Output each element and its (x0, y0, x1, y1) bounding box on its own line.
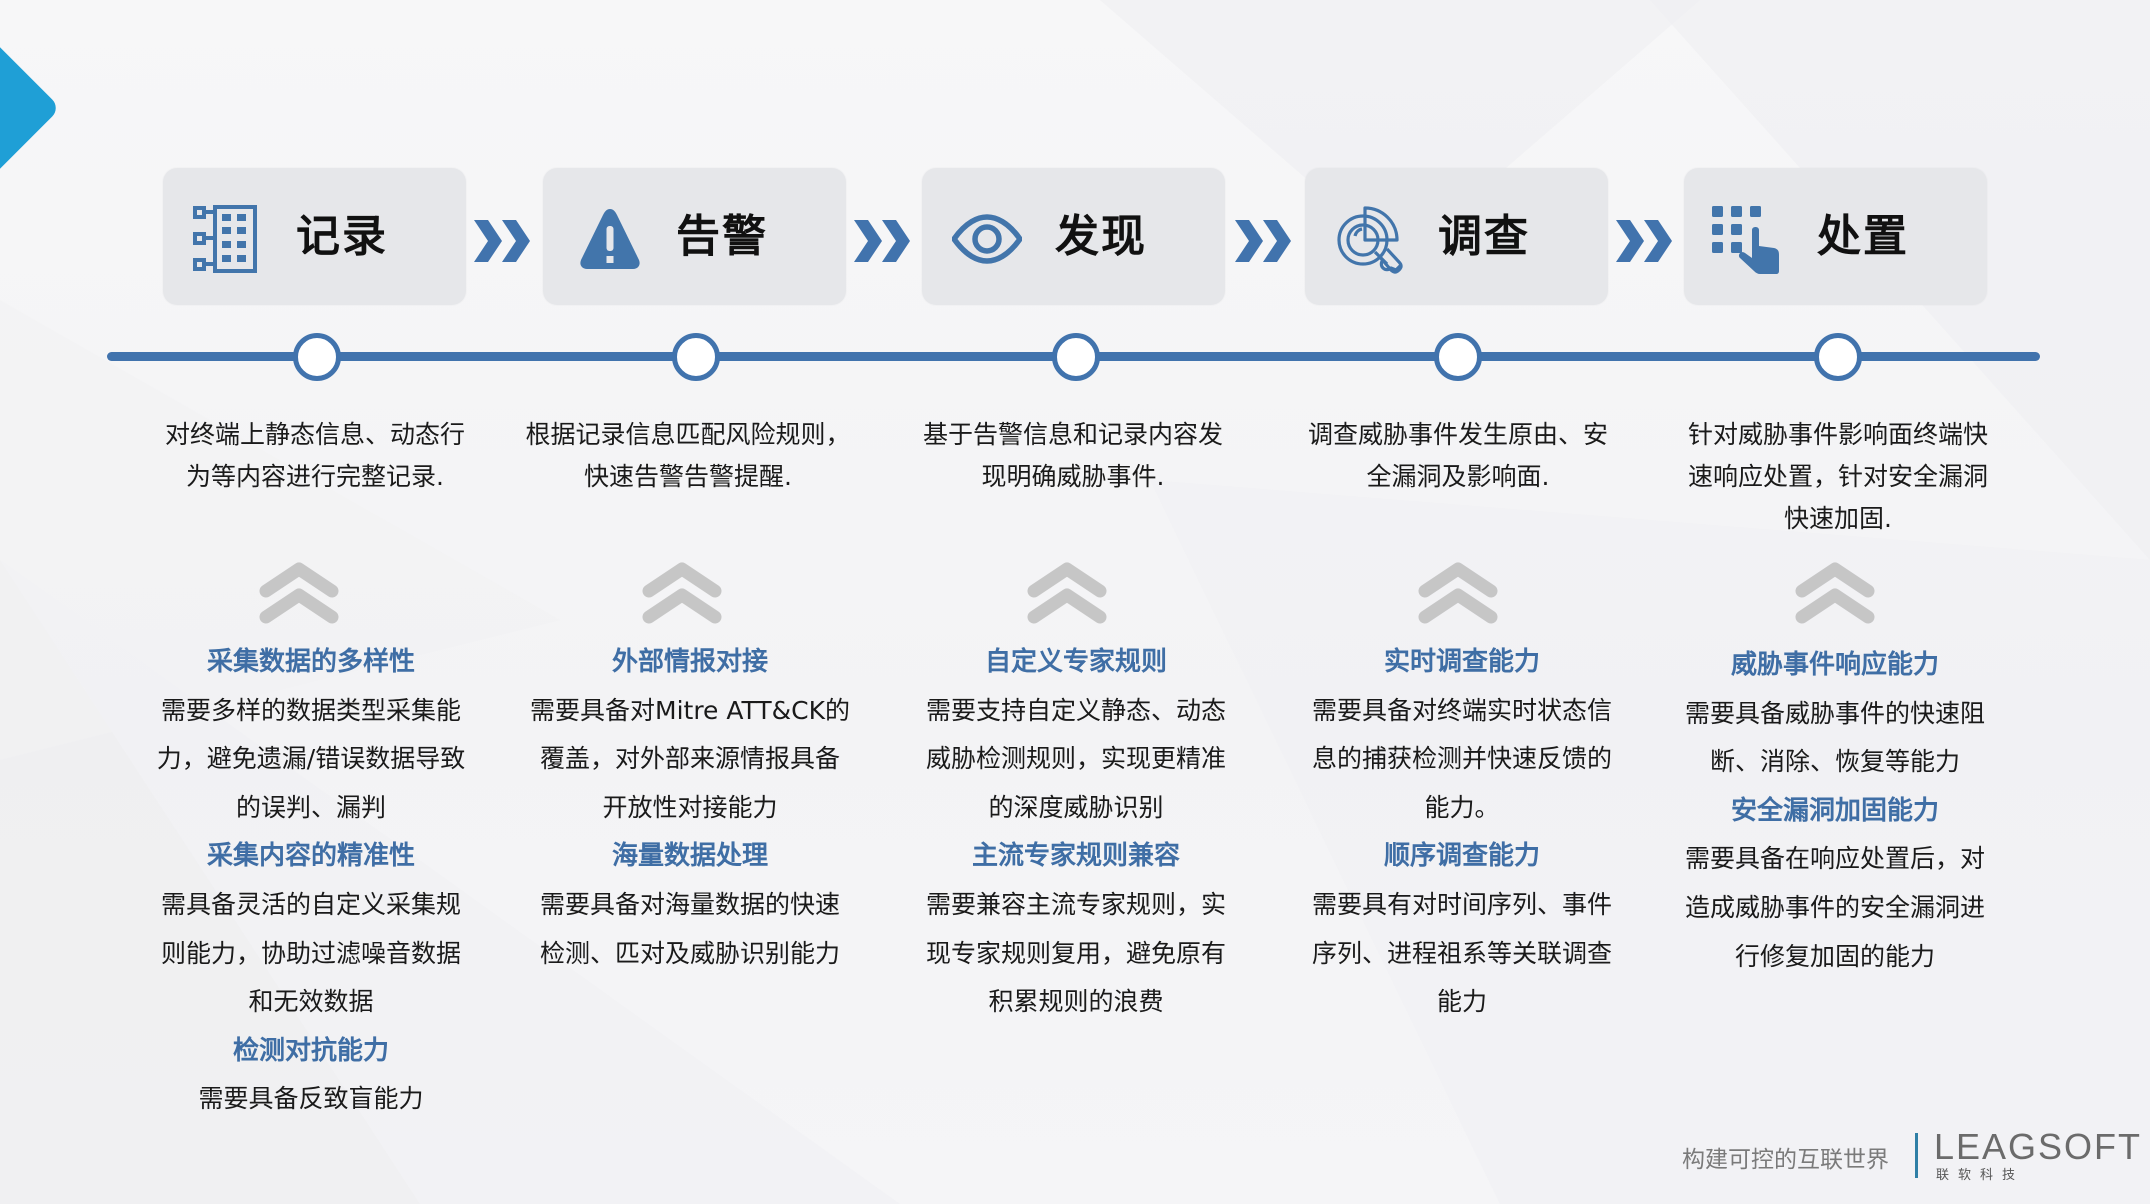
detail-column-dispose: 威胁事件响应能力 需要具备威胁事件的快速阻 断、消除、恢复等能力 安全漏洞加固能… (1645, 641, 2025, 981)
capability-text: 需要具备对终端实时状态信 (1311, 695, 1612, 725)
step-card-alert: 告警 (543, 168, 846, 305)
double-chevron-right-icon (1616, 220, 1672, 262)
double-chevron-up-icon (259, 562, 339, 624)
step-description-alert: 根据记录信息匹配风险规则， 快速告警告警提醒. (508, 414, 868, 498)
description-line: 根据记录信息匹配风险规则， (525, 420, 851, 449)
capability-text: 则能力，协助过滤噪音数据 (160, 938, 461, 968)
detail-column-record: 采集数据的多样性 需要多样的数据类型采集能 力，避免遗漏/错误数据导致 的误判、… (121, 638, 501, 1124)
detail-column-discover: 自定义专家规则 需要支持自定义静态、动态 威胁检测规则，实现更精准 的深度威胁识… (886, 638, 1266, 1027)
brand-logo-text: LEAGSOFT (1934, 1126, 2143, 1167)
brand-logo-subtitle: 联软科技 (1936, 1168, 2025, 1183)
description-line: 为等内容进行完整记录. (186, 462, 444, 491)
capability-text: 断、消除、恢复等能力 (1709, 747, 1960, 777)
step-label: 处置 (1817, 211, 1909, 262)
record-list-icon (193, 205, 257, 273)
footer-divider (1915, 1133, 1918, 1178)
timeline-node-investigate (1434, 333, 1482, 381)
capability-text: 力，避免遗漏/错误数据导致 (156, 744, 466, 774)
capability-title: 安全漏洞加固能力 (1730, 795, 1939, 826)
timeline-node-dispose (1814, 333, 1862, 381)
capability-text: 行修复加固的能力 (1734, 941, 1935, 971)
eye-icon (952, 214, 1022, 264)
capability-text: 需要具有对时间序列、事件 (1311, 889, 1612, 919)
capability-text: 需要具备威胁事件的快速阻 (1684, 698, 1985, 728)
double-chevron-up-icon (1795, 562, 1875, 624)
double-chevron-right-icon (474, 220, 530, 262)
step-description-dispose: 针对威胁事件影响面终端快 速响应处置，针对安全漏洞 快速加固. (1658, 414, 2018, 540)
description-line: 针对威胁事件影响面终端快 (1687, 420, 1988, 449)
capability-text: 需要具备反致盲能力 (198, 1084, 424, 1114)
capability-text: 和无效数据 (248, 987, 374, 1017)
capability-text: 现专家规则复用，避免原有 (925, 938, 1226, 968)
step-card-dispose: 处置 (1684, 168, 1987, 305)
capability-text: 需具备灵活的自定义采集规 (160, 889, 461, 919)
capability-text: 需要兼容主流专家规则，实 (925, 889, 1226, 919)
capability-text: 的深度威胁识别 (988, 792, 1164, 822)
capability-title: 检测对抗能力 (232, 1035, 389, 1066)
double-chevron-right-icon (1235, 220, 1291, 262)
description-line: 基于告警信息和记录内容发 (922, 420, 1223, 449)
description-line: 快速加固. (1784, 504, 1892, 533)
step-card-discover: 发现 (922, 168, 1225, 305)
capability-text: 检测、匹对及威胁识别能力 (539, 938, 840, 968)
capability-text: 造成威胁事件的安全漏洞进 (1684, 892, 1985, 922)
step-description-investigate: 调查威胁事件发生原由、安 全漏洞及影响面. (1278, 414, 1638, 498)
capability-title: 采集内容的精准性 (206, 841, 415, 872)
keypad-hand-icon (1712, 206, 1779, 274)
capability-title: 威胁事件响应能力 (1730, 650, 1939, 680)
description-line: 速响应处置，针对安全漏洞 (1687, 462, 1988, 491)
capability-text: 威胁检测规则，实现更精准 (925, 744, 1226, 774)
capability-text: 息的捕获检测并快速反馈的 (1311, 744, 1612, 774)
double-chevron-up-icon (1027, 562, 1107, 624)
capability-text: 能力。 (1424, 792, 1500, 822)
capability-title: 自定义专家规则 (984, 647, 1167, 677)
capability-text: 需要多样的数据类型采集能 (160, 695, 461, 725)
step-description-discover: 基于告警信息和记录内容发 现明确威胁事件. (893, 414, 1253, 498)
double-chevron-right-icon (854, 220, 910, 262)
detail-column-alert: 外部情报对接 需要具备对Mitre ATT&CK的 覆盖，对外部来源情报具备 开… (500, 638, 880, 978)
step-label: 告警 (676, 211, 768, 262)
step-label: 记录 (296, 211, 388, 262)
step-label: 调查 (1438, 211, 1530, 262)
capability-text: 需要具备对Mitre ATT&CK的 (530, 695, 850, 725)
capability-title: 顺序调查能力 (1383, 841, 1540, 872)
capability-text: 积累规则的浪费 (988, 987, 1164, 1017)
capability-text: 序列、进程祖系等关联调查 (1311, 938, 1612, 968)
capability-text: 能力 (1436, 987, 1487, 1017)
footer-slogan: 构建可控的互联世界 (1682, 1147, 1889, 1173)
step-card-investigate: 调查 (1305, 168, 1608, 305)
capability-title: 采集数据的多样性 (206, 647, 415, 677)
timeline-node-record (293, 333, 341, 381)
timeline-node-alert (672, 333, 720, 381)
detail-column-investigate: 实时调查能力 需要具备对终端实时状态信 息的捕获检测并快速反馈的 能力。 顺序调… (1272, 638, 1652, 1027)
capability-text: 的误判、漏判 (235, 792, 386, 822)
description-line: 全漏洞及影响面. (1366, 462, 1550, 491)
capability-title: 海量数据处理 (611, 841, 768, 872)
step-card-record: 记录 (163, 168, 466, 305)
description-line: 调查威胁事件发生原由、安 (1307, 420, 1608, 449)
capability-text: 需要具备对海量数据的快速 (539, 889, 840, 919)
timeline-node-discover (1052, 333, 1100, 381)
warning-icon (580, 209, 640, 269)
capability-title: 实时调查能力 (1383, 647, 1540, 677)
step-description-record: 对终端上静态信息、动态行 为等内容进行完整记录. (135, 414, 495, 498)
capability-text: 需要具备在响应处置后，对 (1684, 844, 1985, 874)
step-label: 发现 (1055, 211, 1147, 262)
description-line: 快速告警告警提醒. (584, 462, 792, 491)
investigate-search-icon (1337, 206, 1403, 274)
capability-text: 开放性对接能力 (602, 792, 778, 822)
capability-text: 覆盖，对外部来源情报具备 (539, 744, 840, 774)
description-line: 对终端上静态信息、动态行 (164, 420, 465, 449)
double-chevron-up-icon (1418, 562, 1498, 624)
capability-title: 外部情报对接 (611, 647, 768, 677)
double-chevron-up-icon (642, 562, 722, 624)
corner-diamond-decoration (0, 42, 56, 174)
capability-title: 主流专家规则兼容 (971, 841, 1180, 872)
description-line: 现明确威胁事件. (981, 462, 1165, 491)
capability-text: 需要支持自定义静态、动态 (925, 695, 1226, 725)
